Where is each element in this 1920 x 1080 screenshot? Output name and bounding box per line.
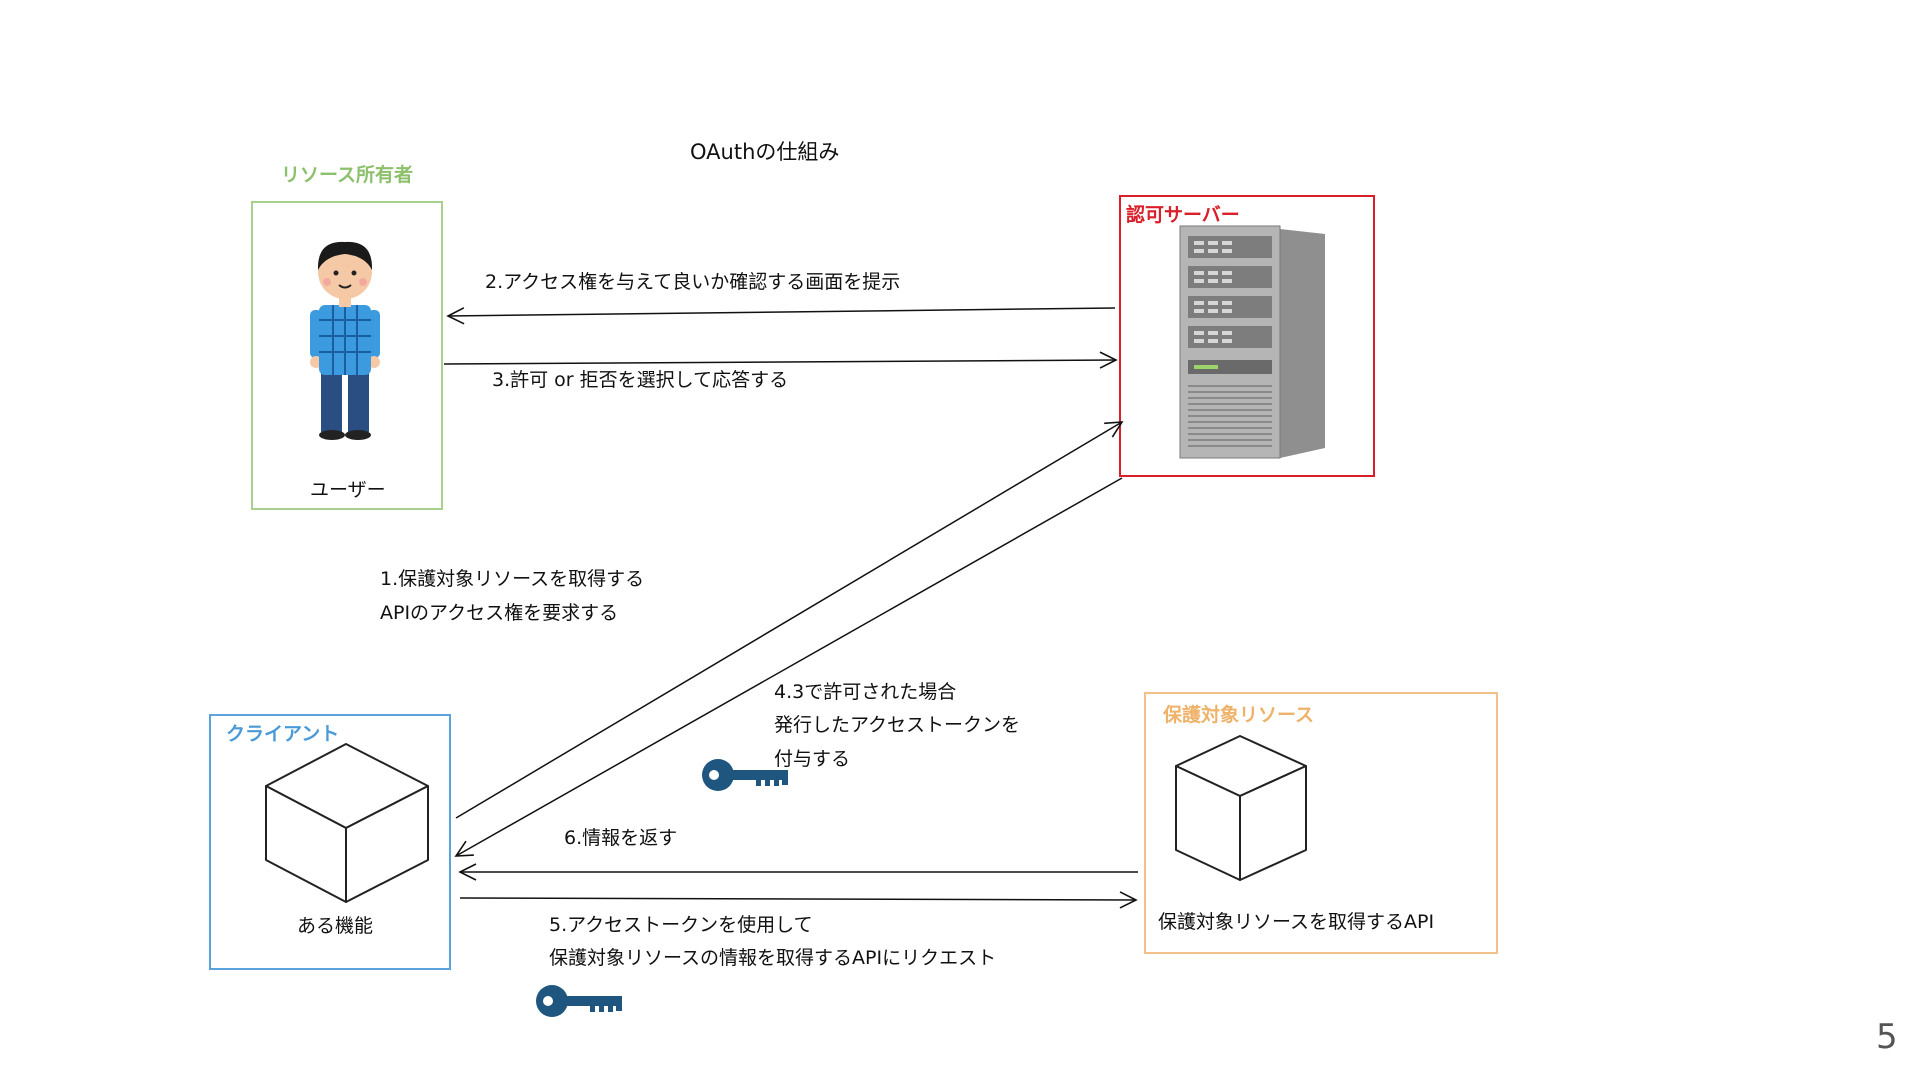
- authorization-server-label: 認可サーバー: [1126, 204, 1240, 226]
- protected-resource-label: 保護対象リソース: [1163, 704, 1315, 726]
- arrow-step-3: [443, 351, 1118, 369]
- step-4-label-line-2: 発行したアクセストークンを: [774, 714, 1021, 736]
- protected-resource-box: [1144, 692, 1498, 954]
- page-number: 5: [1876, 1017, 1898, 1057]
- client-caption: ある機能: [297, 915, 374, 937]
- arrow-step-5: [459, 891, 1138, 909]
- resource-owner-box: [251, 201, 443, 510]
- step-4-label-line-1: 4.3で許可された場合: [774, 681, 957, 703]
- step-5-label-line-2: 保護対象リソースの情報を取得するAPIにリクエスト: [549, 947, 997, 969]
- step-5-label-line-1: 5.アクセストークンを使用して: [549, 914, 813, 936]
- client-box: [209, 714, 451, 970]
- resource-owner-label: リソース所有者: [281, 164, 414, 186]
- arrow-step-4: [454, 477, 1123, 857]
- step-6-label: 6.情報を返す: [564, 827, 678, 849]
- user-caption: ユーザー: [310, 479, 386, 501]
- protected-resource-caption: 保護対象リソースを取得するAPI: [1158, 911, 1435, 933]
- step-2-label: 2.アクセス権を与えて良いか確認する画面を提示: [485, 271, 901, 293]
- step-3-label: 3.許可 or 拒否を選択して応答する: [492, 369, 789, 391]
- diagram-title: OAuthの仕組み: [690, 140, 840, 164]
- step-4-label-line-3: 付与する: [774, 748, 851, 770]
- authorization-server-box: [1119, 195, 1375, 477]
- arrow-step-2: [446, 307, 1116, 325]
- step-1-label-line-2: APIのアクセス権を要求する: [380, 602, 619, 624]
- client-label: クライアント: [226, 723, 340, 745]
- step-1-label-line-1: 1.保護対象リソースを取得する: [380, 568, 645, 590]
